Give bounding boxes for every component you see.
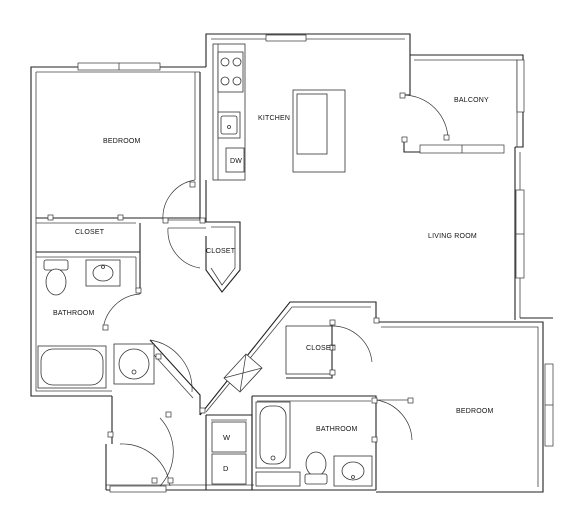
kitchen-fixtures bbox=[217, 51, 346, 173]
stove-burner bbox=[232, 76, 242, 86]
window-balcony-side bbox=[516, 59, 525, 113]
entry-threshold bbox=[109, 485, 167, 493]
label-kitchen: KITCHEN bbox=[258, 115, 290, 122]
washer bbox=[211, 421, 247, 453]
stove-burner bbox=[220, 57, 230, 67]
door-bathroom-swing bbox=[149, 339, 193, 393]
label-dishwasher: DW bbox=[230, 158, 242, 165]
toilet-tank bbox=[43, 259, 69, 271]
door-hinges bbox=[47, 92, 450, 484]
label-bathroom-right: BATHROOM bbox=[316, 426, 358, 433]
door-closet-center bbox=[331, 325, 373, 363]
window-kitchen bbox=[265, 34, 307, 42]
closet-center-shelf bbox=[285, 325, 333, 375]
dryer bbox=[211, 453, 247, 485]
toilet-right-tank bbox=[304, 473, 328, 485]
label-bedroom-left: BEDROOM bbox=[103, 138, 141, 145]
bathroom-right-fixtures bbox=[255, 401, 373, 487]
windows bbox=[77, 34, 554, 493]
mechanical-chase bbox=[223, 353, 263, 393]
bathroom-left-fixtures bbox=[37, 259, 155, 389]
door-bedroom-left bbox=[162, 179, 196, 221]
door-bathroom-left bbox=[102, 293, 141, 331]
label-closet-left: CLOSET bbox=[75, 229, 105, 236]
label-washer: W bbox=[223, 433, 231, 442]
stove bbox=[217, 51, 244, 93]
laundry bbox=[211, 421, 247, 485]
label-balcony: BALCONY bbox=[454, 97, 489, 104]
door-balcony bbox=[403, 94, 449, 141]
stove-burner bbox=[220, 76, 230, 86]
dishwasher bbox=[225, 147, 245, 173]
bathroom-vanity-base bbox=[255, 471, 301, 487]
toilet-right-bowl bbox=[305, 451, 327, 477]
door-entry bbox=[119, 443, 171, 487]
label-living-room: LIVING ROOM bbox=[428, 233, 477, 240]
stove-burner bbox=[232, 57, 242, 67]
label-closet-center: CLOSET bbox=[306, 345, 336, 352]
label-bathroom-left: BATHROOM bbox=[53, 310, 95, 317]
toilet-bowl bbox=[45, 268, 67, 296]
door-laundry bbox=[159, 417, 174, 487]
label-bedroom-right: BEDROOM bbox=[456, 408, 494, 415]
label-dryer: D bbox=[223, 464, 229, 473]
door-hall-closet bbox=[167, 227, 201, 269]
label-closet-hall: CLOSET bbox=[206, 248, 236, 255]
room-labels: BEDROOM CLOSET KITCHEN DW CLOSET BALCONY… bbox=[53, 97, 494, 473]
door-bedroom-right bbox=[375, 399, 413, 441]
